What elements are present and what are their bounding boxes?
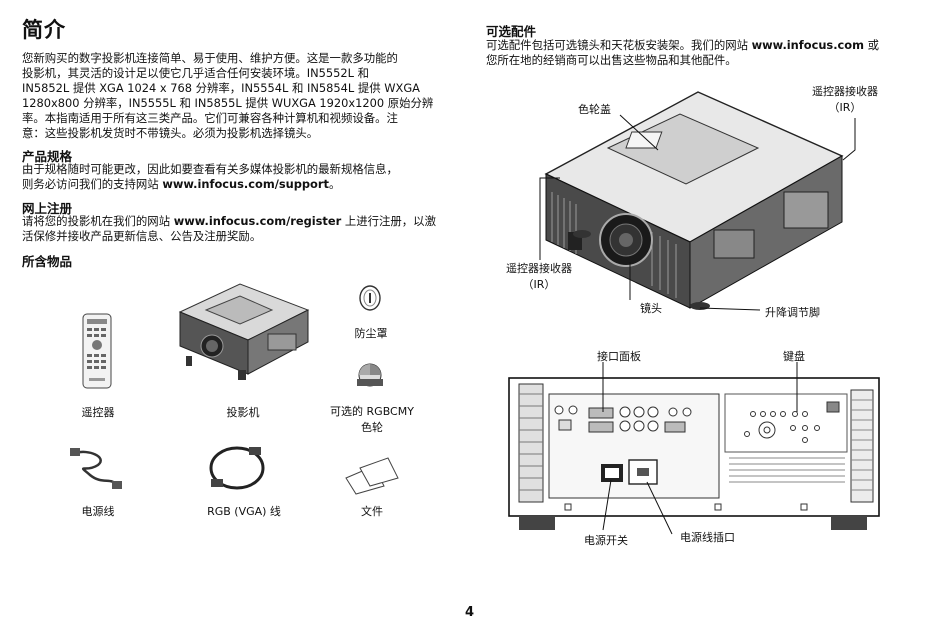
support-link[interactable]: www.infocus.com/support bbox=[162, 177, 329, 191]
intro-line: 投影机，其灵活的设计足以使它几乎适合任何安装环境。IN5552L 和 bbox=[22, 66, 369, 80]
callout-power-socket: 电源线插口 bbox=[680, 531, 735, 544]
dust-cover-caption: 防尘罩 bbox=[354, 327, 388, 340]
intro-line: 您新购买的数字投影机连接简单、易于使用、维护方便。这是一款多功能的 bbox=[22, 51, 398, 65]
projector-icon bbox=[178, 283, 310, 380]
box-contents-heading: 所含物品 bbox=[22, 254, 73, 269]
callout-ir-receiver-top: 遥控器接收器 （IR） bbox=[812, 83, 878, 115]
vga-cable-caption: RGB (VGA) 线 bbox=[207, 505, 281, 518]
specs-paragraph: 由于规格随时可能更改，因此如要查看有关多媒体投影机的最新规格信息， 则务必访问我… bbox=[22, 162, 462, 192]
register-link[interactable]: www.infocus.com/register bbox=[173, 214, 342, 228]
page-number: 4 bbox=[465, 605, 475, 620]
acc-line: 可选配件包括可选镜头和天花板安装架。我们的网站 bbox=[486, 38, 752, 52]
specs-line-end: 。 bbox=[328, 177, 341, 191]
specs-heading: 产品规格 bbox=[22, 149, 73, 164]
accessories-paragraph: 可选配件包括可选镜头和天花板安装架。我们的网站 www.infocus.com … bbox=[486, 38, 926, 68]
color-wheel-caption-line: 可选的 RGBCMY bbox=[330, 405, 414, 418]
callout-ir-front-line: 遥控器接收器 bbox=[506, 262, 572, 275]
callout-ir-top-line: 遥控器接收器 bbox=[812, 85, 878, 98]
power-cord-caption: 电源线 bbox=[81, 505, 115, 518]
color-wheel-caption-line: 色轮 bbox=[361, 421, 383, 434]
rear-panel-diagram bbox=[508, 377, 880, 530]
acc-line: 您所在地的经销商可以出售这些物品和其他配件。 bbox=[486, 53, 737, 67]
power-cord-icon bbox=[70, 448, 122, 489]
specs-line: 则务必访问我们的支持网站 bbox=[22, 177, 163, 191]
callout-ir-top-line: （IR） bbox=[828, 101, 862, 114]
remote-control-icon bbox=[82, 313, 112, 389]
reg-line: 上进行注册，以激 bbox=[341, 214, 436, 228]
callout-keypad: 键盘 bbox=[783, 350, 805, 363]
callout-elevator-feet: 升降调节脚 bbox=[765, 306, 820, 319]
dust-cover-icon bbox=[359, 285, 381, 311]
documents-caption: 文件 bbox=[361, 505, 383, 518]
infocus-link[interactable]: www.infocus.com bbox=[751, 38, 864, 52]
remote-caption: 遥控器 bbox=[81, 406, 115, 419]
color-wheel-icon bbox=[357, 363, 383, 387]
intro-line: 意：这些投影机发货时不带镜头。必须为投影机选择镜头。 bbox=[22, 126, 319, 140]
documents-icon bbox=[345, 457, 399, 495]
specs-line: 由于规格随时可能更改，因此如要查看有关多媒体投影机的最新规格信息， bbox=[22, 162, 398, 176]
intro-line: 率。本指南适用于所有这三类产品。它们可兼容各种计算机和视频设备。注 bbox=[22, 111, 398, 125]
reg-line: 请将您的投影机在我们的网站 bbox=[22, 214, 174, 228]
acc-line: 或 bbox=[864, 38, 880, 52]
callout-power-switch: 电源开关 bbox=[584, 534, 628, 547]
projector-caption: 投影机 bbox=[226, 406, 260, 419]
callout-ir-front-line: （IR） bbox=[522, 278, 556, 291]
vga-cable-icon bbox=[209, 446, 265, 490]
registration-heading: 网上注册 bbox=[22, 201, 73, 216]
intro-line: 1280x800 分辨率，IN5555L 和 IN5855L 提供 WUXGA … bbox=[22, 96, 434, 110]
reg-line: 活保修并接收产品更新信息、公告及注册奖励。 bbox=[22, 229, 262, 243]
page-title: 简介 bbox=[22, 18, 66, 42]
intro-line: IN5852L 提供 XGA 1024 x 768 分辨率，IN5554L 和 … bbox=[22, 81, 420, 95]
callout-lens: 镜头 bbox=[640, 302, 662, 315]
accessories-heading: 可选配件 bbox=[486, 24, 537, 39]
intro-paragraph: 您新购买的数字投影机连接简单、易于使用、维护方便。这是一款多功能的 投影机，其灵… bbox=[22, 51, 462, 141]
color-wheel-caption: 可选的 RGBCMY 色轮 bbox=[324, 403, 420, 435]
callout-color-wheel-cover: 色轮盖 bbox=[578, 103, 611, 116]
callout-io-panel: 接口面板 bbox=[597, 350, 641, 363]
registration-paragraph: 请将您的投影机在我们的网站 www.infocus.com/register 上… bbox=[22, 214, 462, 244]
callout-ir-receiver-front: 遥控器接收器 （IR） bbox=[506, 260, 572, 292]
